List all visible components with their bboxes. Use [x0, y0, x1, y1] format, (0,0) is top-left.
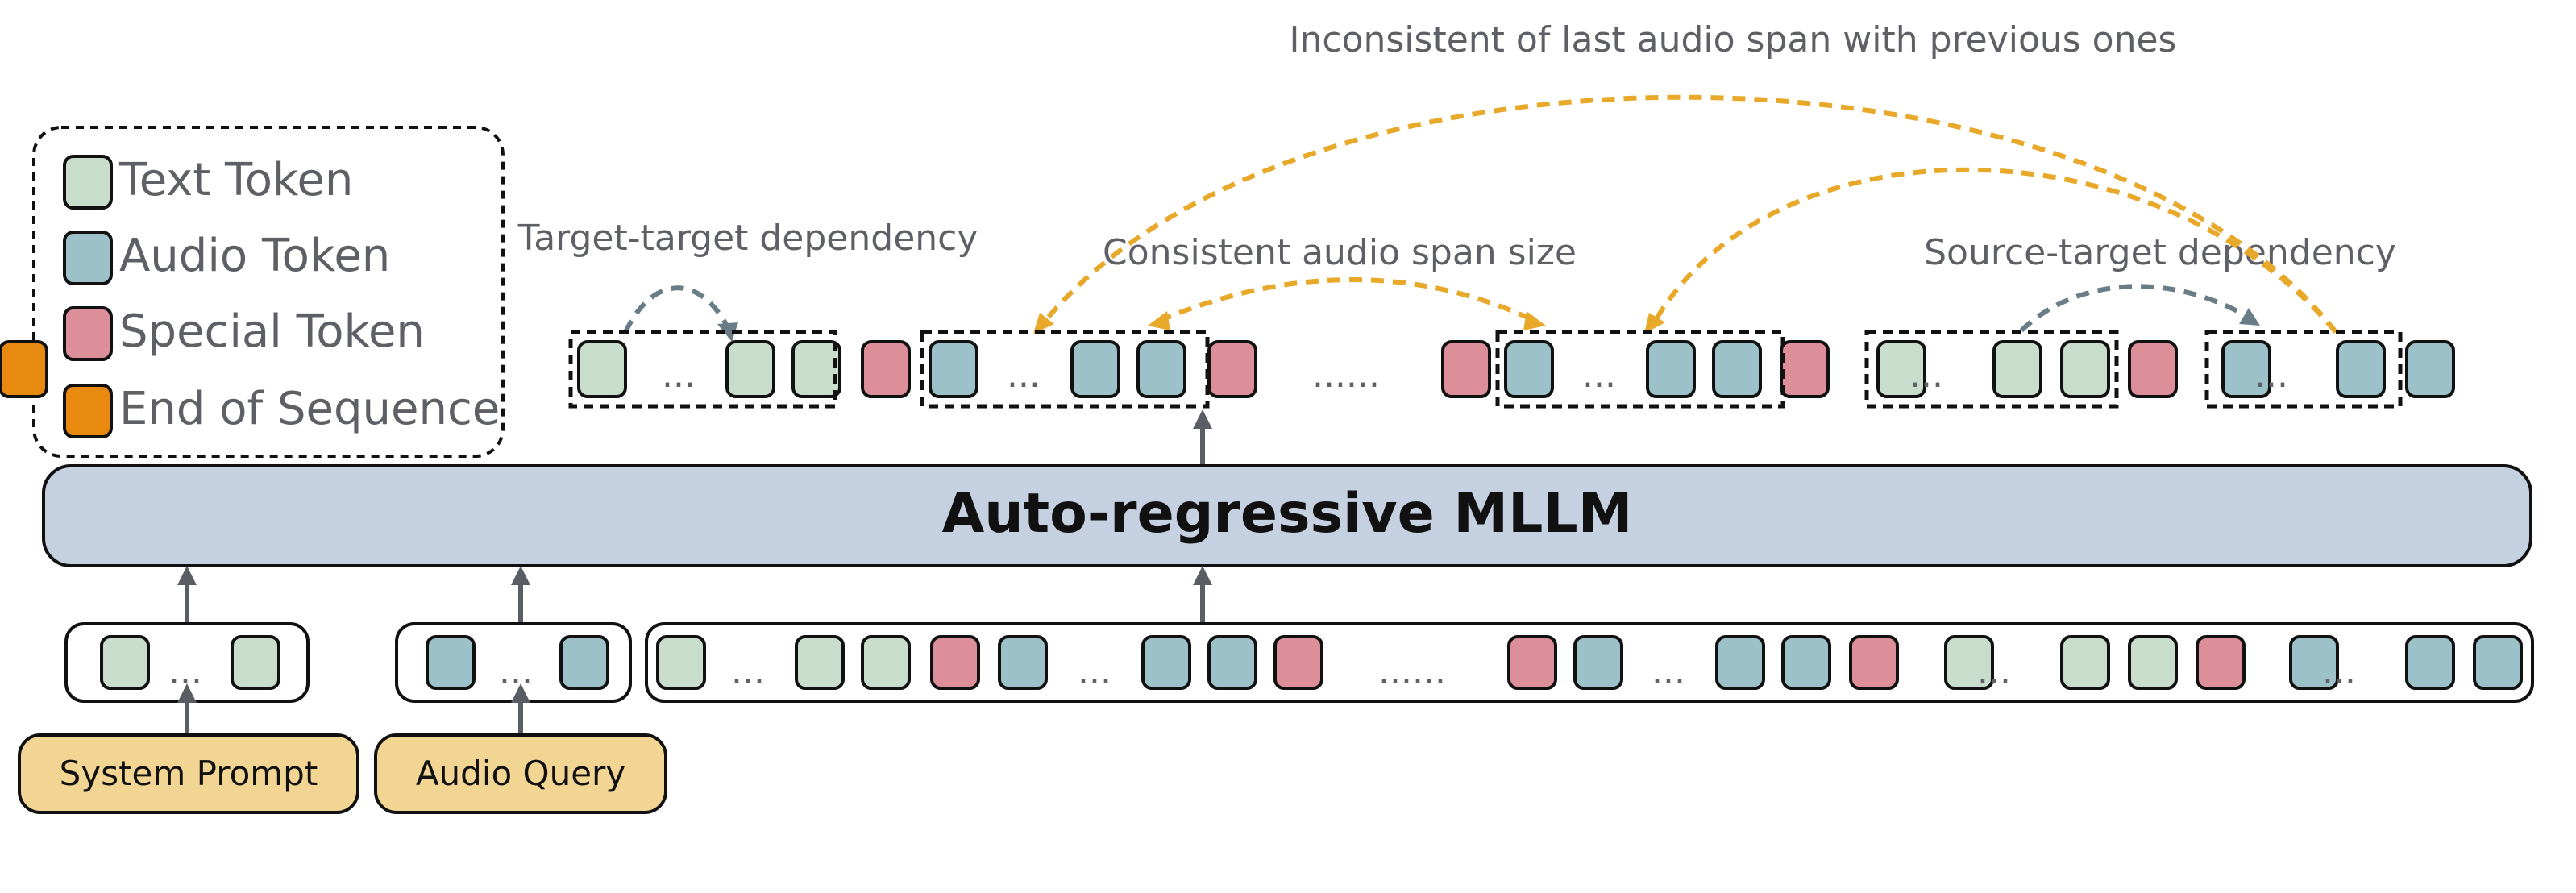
output-span-frame	[920, 330, 1210, 409]
output-ellipsis: ...	[2254, 355, 2288, 396]
output-token-text	[725, 340, 775, 398]
system-prompt-box	[18, 733, 359, 814]
output-token-special	[1780, 340, 1830, 398]
output-token-audio	[2336, 340, 2386, 398]
output-ellipsis: ...	[1007, 355, 1041, 396]
inconsistent-last-span-arrow-1	[1039, 94, 2338, 334]
legend-swatch-end-of-sequence	[63, 384, 113, 438]
annotation-consistent-audio-span: Consistent audio span size	[1103, 232, 1577, 273]
output-token-special	[2128, 340, 2178, 398]
context-token-audio	[1141, 635, 1191, 690]
output-token-text	[1992, 340, 2042, 398]
output-span-frame	[568, 330, 837, 409]
context-token-text	[1944, 635, 1994, 690]
target-target-arrowhead	[717, 322, 738, 342]
context-ellipsis: ...	[1977, 651, 2011, 692]
output-ellipsis: ...	[662, 355, 696, 396]
context-token-audio	[1207, 635, 1257, 690]
context-token-text	[2060, 635, 2110, 690]
output-token-audio	[929, 340, 978, 398]
legend-label-audio-token: Audio Token	[119, 230, 390, 282]
mllm-box	[42, 464, 2532, 567]
context-ellipsis: ...	[1652, 651, 1685, 692]
mllm-label: Auto-regressive MLLM	[942, 482, 1633, 546]
context-token-audio	[2289, 635, 2339, 690]
output-token-eos	[0, 340, 48, 398]
output-span-frame	[1495, 330, 1785, 409]
output-token-audio	[2405, 340, 2455, 398]
legend-swatch-text-token	[63, 155, 113, 210]
input-sequences: ...........................	[64, 622, 2534, 703]
output-ellipsis: ...	[1582, 355, 1616, 396]
output-token-audio	[1070, 340, 1120, 398]
inconsistent-last-span-arrowhead-1	[1033, 313, 1054, 334]
output-token-special	[1207, 340, 1257, 398]
output-token-special	[1441, 340, 1491, 398]
context-ellipsis: ...	[731, 651, 765, 692]
output-token-text	[577, 340, 627, 398]
output-token-text	[1876, 340, 1926, 398]
context-token-special	[1507, 635, 1557, 690]
context-token-special	[1849, 635, 1899, 690]
context-token-text	[795, 635, 845, 690]
context-token-text	[861, 635, 911, 690]
source-target-arrowhead	[2239, 308, 2260, 326]
inconsistent-last-span-arrowhead-2	[1644, 313, 1665, 334]
context-token-special	[1273, 635, 1323, 690]
audio-query-box	[374, 733, 667, 814]
output-ellipsis: ...	[1909, 355, 1943, 396]
output-span-frame	[2204, 330, 2403, 409]
context-token-special	[930, 635, 980, 690]
context-token-audio	[1781, 635, 1831, 690]
context-token-audio	[998, 635, 1048, 690]
legend: Text Token Audio Token Special Token End…	[32, 126, 505, 458]
output-token-audio	[1504, 340, 1554, 398]
legend-swatch-audio-token	[63, 231, 113, 285]
audio-query-token-audio	[426, 635, 476, 690]
system-prompt-ellipsis: ...	[168, 651, 202, 692]
output-token-audio	[1136, 340, 1186, 398]
context-token-text	[656, 635, 706, 690]
output-token-text	[791, 340, 841, 398]
legend-frame	[32, 126, 505, 458]
audio-query-token-audio	[559, 635, 609, 690]
output-token-audio	[2221, 340, 2271, 398]
legend-label-end-of-sequence: End of Sequence	[119, 383, 500, 435]
legend-label-special-token: Special Token	[119, 305, 425, 358]
consistent-span-arrowhead-left	[1148, 311, 1170, 330]
consistent-span-arrow	[1157, 277, 1536, 323]
legend-label-text-token: Text Token	[118, 154, 353, 206]
annotation-target-target-dependency: Target-target dependency	[517, 218, 978, 259]
source-target-dependency-arrow	[2019, 284, 2250, 333]
inconsistent-last-span-arrow-2	[1650, 167, 2338, 334]
context-token-text	[2128, 635, 2178, 690]
audio-query-ellipsis: ...	[499, 651, 533, 692]
target-target-dependency-arrow	[623, 285, 733, 334]
annotation-inconsistent-last-span: Inconsistent of last audio span with pre…	[1290, 19, 2177, 60]
context-token-audio	[2473, 635, 2523, 690]
annotation-source-target-dependency: Source-target dependency	[1924, 232, 2396, 273]
context-token-audio	[1573, 635, 1623, 690]
context-token-audio	[2405, 635, 2455, 690]
output-sequence: .....................	[0, 330, 2455, 409]
context-ellipsis: ...	[1078, 651, 1111, 692]
audio-query-label: Audio Query	[416, 754, 625, 793]
output-token-audio	[1712, 340, 1762, 398]
output-token-audio	[1646, 340, 1696, 398]
output-token-text	[2060, 340, 2110, 398]
system-prompt-label: System Prompt	[60, 754, 318, 793]
legend-swatch-special-token	[63, 306, 113, 361]
system-prompt-token-text	[231, 635, 280, 690]
context-long-ellipsis: ......	[1378, 651, 1446, 692]
context-token-audio	[1715, 635, 1765, 690]
context-token-special	[2196, 635, 2246, 690]
consistent-span-arrowhead-right	[1523, 311, 1546, 330]
context-ellipsis: ...	[2322, 651, 2356, 692]
dependency-arrows	[623, 94, 2338, 342]
system-prompt-token-text	[100, 635, 150, 690]
output-token-special	[861, 340, 911, 398]
output-long-ellipsis: ......	[1312, 355, 1380, 396]
